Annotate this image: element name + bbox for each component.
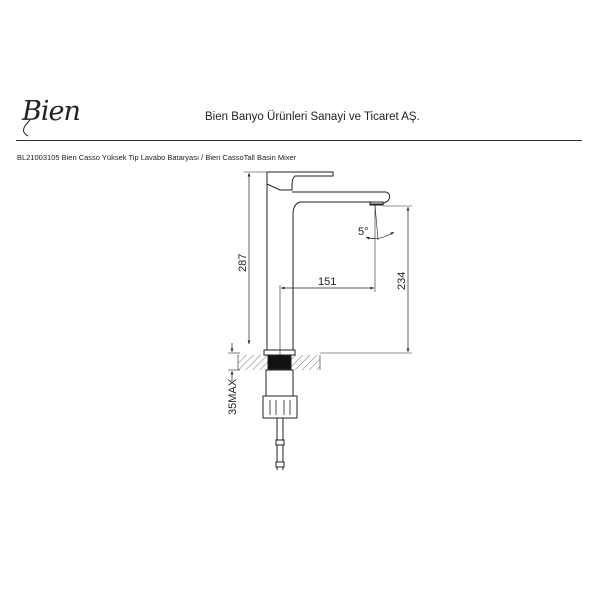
dim-label-287: 287	[237, 254, 249, 272]
faucet-handle	[266, 171, 334, 191]
logo-flourish	[23, 119, 31, 137]
dim-label-angle: 5°	[358, 226, 369, 238]
base-flange	[263, 349, 296, 356]
dim-label-234: 234	[396, 272, 408, 290]
dim-label-151: 151	[318, 276, 336, 288]
company-logo: Bien	[22, 96, 81, 127]
faucet-spout	[292, 191, 391, 216]
header-divider	[16, 140, 582, 141]
dim-label-35max: 35MAX	[227, 378, 239, 415]
document-title: BL21003105 Bien Casso Yüksek Tip Lavabo …	[17, 153, 297, 162]
company-name: Bien Banyo Ürünleri Sanayi ve Ticaret AŞ…	[205, 111, 420, 123]
mounting-nut	[262, 395, 298, 419]
angle-arc	[365, 231, 395, 240]
aerator	[369, 201, 384, 206]
mounting-block	[267, 354, 292, 370]
shank	[265, 369, 294, 397]
